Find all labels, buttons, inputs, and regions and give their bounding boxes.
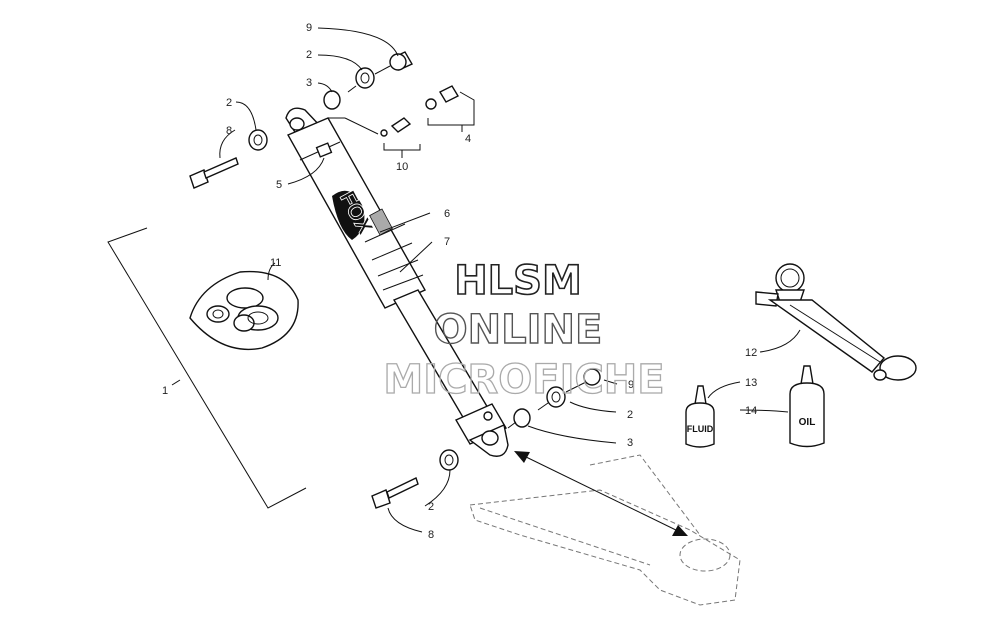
callout-5: 5 <box>276 179 282 191</box>
oil-bottle-label: OIL <box>799 417 816 428</box>
callout-3-lower: 3 <box>627 437 633 449</box>
watermark-line-2: ONLINE <box>434 307 603 353</box>
seal-kit <box>189 270 299 351</box>
callout-8-lower: 8 <box>428 529 434 541</box>
callout-2-lower-right: 2 <box>627 409 633 421</box>
shock-pump <box>755 263 917 381</box>
callout-2-upper-left: 2 <box>226 97 232 109</box>
callout-2-top: 2 <box>306 49 312 61</box>
callout-3-top: 3 <box>306 77 312 89</box>
callout-8-upper: 8 <box>226 125 232 137</box>
callout-10: 10 <box>396 161 408 173</box>
callout-6: 6 <box>444 208 450 220</box>
watermark: HLSM ONLINE MICROFICHE <box>383 257 666 403</box>
upper-hardware <box>189 51 459 189</box>
shock-oil-bottle: OIL <box>789 365 825 448</box>
watermark-line-3: MICROFICHE <box>383 357 664 403</box>
callout-13: 13 <box>745 377 757 389</box>
callout-14: 14 <box>745 405 757 417</box>
fluid-bottle-label: FLUID <box>687 424 714 434</box>
callout-1: 1 <box>162 385 168 397</box>
kit-bracket <box>107 227 307 509</box>
callout-12: 12 <box>745 347 757 359</box>
shock-absorber: FOX <box>285 107 509 457</box>
suspension-fluid-bottle: FLUID <box>685 385 715 448</box>
leader-lines <box>219 27 801 533</box>
lower-hardware <box>371 368 601 509</box>
callout-7: 7 <box>444 236 450 248</box>
callout-9-top: 9 <box>306 22 312 34</box>
callout-4: 4 <box>465 133 471 145</box>
callout-11: 11 <box>270 257 281 269</box>
mounting-arrow <box>514 451 688 536</box>
watermark-line-1: HLSM <box>454 258 582 304</box>
callout-9-lower: 9 <box>628 379 634 391</box>
callout-2-lower-left: 2 <box>428 501 434 513</box>
a-arm-outline <box>469 454 741 606</box>
